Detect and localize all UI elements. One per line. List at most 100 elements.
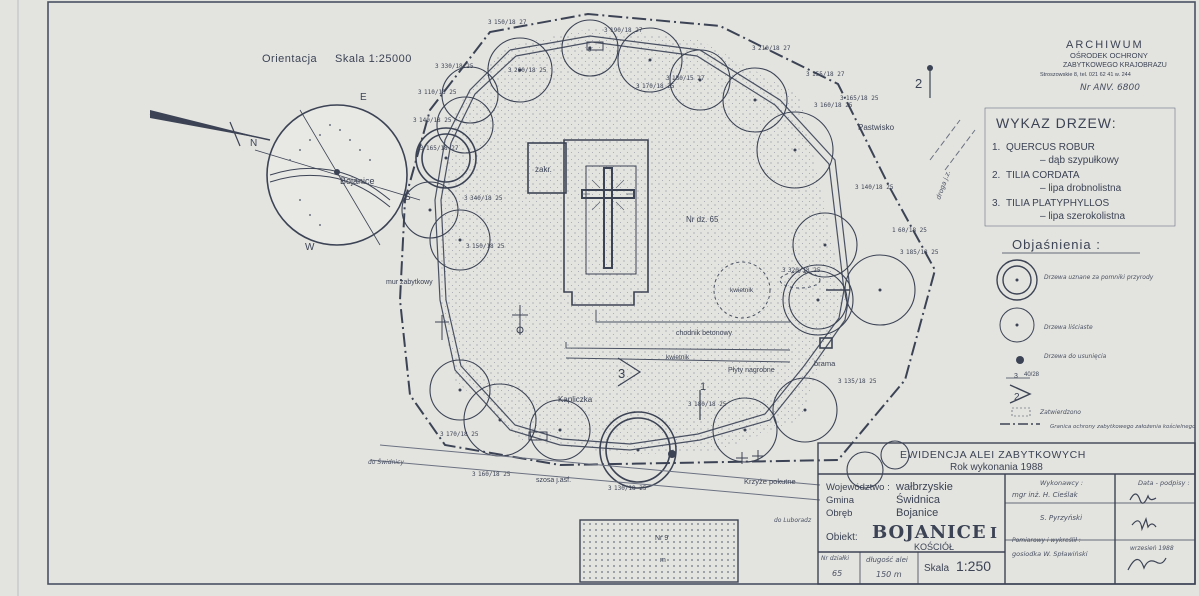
house-building bbox=[579, 519, 739, 583]
tree-code-num: 3 bbox=[688, 401, 692, 408]
removed-tree-dot bbox=[668, 450, 676, 458]
tree-code-frac: 165/18 25 bbox=[846, 95, 879, 102]
tree-code-frac: 155/18 27 bbox=[812, 71, 845, 78]
tree-code-num: 3 bbox=[466, 243, 470, 250]
view-1: 1 bbox=[700, 381, 706, 393]
tb-skala-label: Skala bbox=[924, 563, 949, 574]
tb-pomiar-value: gosiodka W. Spławiński bbox=[1012, 550, 1088, 558]
tree-code-num: 3 bbox=[806, 71, 810, 78]
species-box bbox=[984, 107, 1176, 227]
paths bbox=[565, 261, 821, 363]
legend-symbols bbox=[996, 259, 1040, 425]
compass-w: W bbox=[305, 242, 315, 253]
expl-sample-num: 3 bbox=[1014, 373, 1018, 380]
orientation-scale: Skala 1:25000 bbox=[335, 53, 412, 65]
tree-code-frac: 130/18 25 bbox=[614, 485, 647, 492]
cemetery-wall-inner bbox=[440, 41, 845, 445]
tree-code-frac: 340/18 25 bbox=[470, 195, 503, 202]
roads bbox=[369, 119, 976, 501]
tree-centres bbox=[428, 46, 882, 458]
tree-code-frac: 60/18 25 bbox=[898, 227, 927, 234]
church-building bbox=[527, 139, 649, 306]
species-num-2: 2. bbox=[992, 170, 1000, 181]
expl-zone: Granica ochrony zabytkowego założenia ko… bbox=[1050, 423, 1196, 430]
tree-code-num: 3 bbox=[752, 45, 756, 52]
expl-sample-frac: 40/28 bbox=[1024, 372, 1040, 378]
tree-code-frac: 330/18 25 bbox=[441, 63, 474, 70]
tree-code-frac: 180/18 25 bbox=[694, 401, 727, 408]
signature-3 bbox=[1127, 557, 1167, 571]
label-pasture: Pastwisko bbox=[858, 123, 895, 132]
compass-n: N bbox=[250, 138, 257, 149]
legend-removed-dot bbox=[1016, 356, 1024, 364]
tree-code-num: 1 bbox=[892, 227, 896, 234]
tree-code-num: 3 bbox=[420, 145, 424, 152]
species-polish-3: – lipa szerokolistna bbox=[1040, 211, 1125, 222]
tree-code-frac: 170/18 25 bbox=[642, 83, 675, 90]
label-chapel: Kapliczka bbox=[558, 395, 593, 404]
tree-code-frac: 180/15 27 bbox=[672, 75, 705, 82]
tb-wykonal-label: Wykonawcy : bbox=[1040, 479, 1083, 487]
view-3: 3 bbox=[618, 366, 625, 381]
label-flowerbed: kwietnik bbox=[730, 287, 754, 294]
tree-code-frac: 140/18 25 bbox=[419, 117, 452, 124]
tb-obiekt-num: I bbox=[990, 524, 997, 542]
cemetery-wall bbox=[434, 35, 851, 451]
tb-obreb-label: Obręb bbox=[826, 508, 852, 519]
grave-markers bbox=[435, 41, 764, 464]
tree-code-num: 3 bbox=[608, 485, 612, 492]
tree-code-num: 3 bbox=[666, 75, 670, 82]
tb-woj-label: Województwo : bbox=[826, 482, 890, 493]
view-point bbox=[927, 65, 933, 71]
tree-code-frac: 110/18 25 bbox=[424, 89, 457, 96]
tb-obiekt-sub: KOŚCIÓŁ bbox=[914, 541, 954, 552]
label-annex: zakr. bbox=[535, 165, 552, 174]
label-flowerbed2: kwietnik bbox=[666, 354, 690, 361]
species-num-3: 3. bbox=[992, 198, 1000, 209]
archive-line3: Stroszowskie 8, tel. 021 62 41 w. 244 bbox=[1040, 72, 1131, 78]
tree bbox=[487, 37, 553, 103]
expl-note: Zatwierdzono bbox=[1039, 409, 1081, 416]
compass-arrow bbox=[149, 110, 271, 147]
label-path: chodnik betonowy bbox=[676, 330, 733, 337]
species-latin-2: TILIA CORDATA bbox=[1006, 170, 1080, 181]
wall-mark: g bbox=[588, 46, 591, 52]
expl-species-num: 2 bbox=[1014, 392, 1020, 403]
tree-code-num: 3 bbox=[440, 431, 444, 438]
compass-s: S bbox=[404, 192, 411, 203]
archive-line1: OŚRODEK OCHRONY bbox=[1070, 51, 1148, 60]
tree-code-num: 3 bbox=[855, 184, 859, 191]
tree-code-num: 3 bbox=[900, 249, 904, 256]
tree-code-frac: 170/18 25 bbox=[446, 431, 479, 438]
tb-pomiar-label: Pomiarowy i wykreślił : bbox=[1012, 537, 1081, 544]
tb-skala-value: 1:250 bbox=[956, 558, 991, 574]
tree-code-frac: 185/18 25 bbox=[906, 249, 939, 256]
tree-code-num: 3 bbox=[604, 27, 608, 34]
tree-code-frac: 165/18 27 bbox=[426, 145, 459, 152]
expl-deciduous: Drzewa liściaste bbox=[1044, 324, 1093, 331]
locator-place: Bojanice bbox=[340, 176, 375, 186]
tb-dlugosc-value: 150 m bbox=[876, 570, 902, 579]
tree-code-num: 3 bbox=[413, 117, 417, 124]
tb-dzialka-label: Nr działki bbox=[821, 555, 849, 562]
orientation-label: Orientacja bbox=[262, 53, 318, 65]
tb-woj-value: wałbrzyskie bbox=[895, 481, 953, 493]
tree-code-frac: 140/18 25 bbox=[861, 184, 894, 191]
view-2: 2 bbox=[915, 76, 922, 91]
tree-code-frac: 320/18 25 bbox=[788, 267, 821, 274]
label-road-swidnica: do Świdnicy bbox=[368, 459, 404, 466]
tree-code-num: 3 bbox=[472, 471, 476, 478]
tb-obiekt-value: BOJANICE bbox=[872, 522, 987, 543]
tb-wykonal2: S. Pyrzyński bbox=[1040, 514, 1082, 522]
tree-code-num: 3 bbox=[435, 63, 439, 70]
title-block-frame bbox=[817, 442, 1196, 585]
tree-code-frac: 150/18 27 bbox=[494, 19, 527, 26]
label-gate: brama bbox=[814, 359, 836, 368]
label-road-asf: szosa j.asf. bbox=[536, 477, 571, 484]
archive-ref: Nr ANV. 6800 bbox=[1080, 83, 1140, 93]
